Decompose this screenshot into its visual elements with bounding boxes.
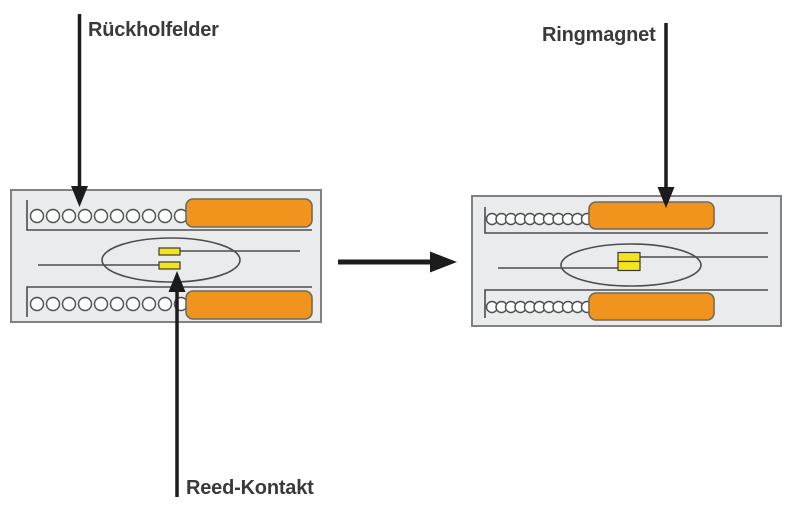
spring-coil xyxy=(77,296,93,312)
right-top-channel-line xyxy=(484,207,768,234)
left-bottom-return-spring-extended xyxy=(29,296,189,312)
label-ring-magnet: Ringmagnet xyxy=(542,24,656,46)
arrow-up-icon xyxy=(168,271,186,292)
rueckholfelder-pointer-arrow xyxy=(71,14,88,207)
spring-coil xyxy=(45,208,61,224)
spring-coil xyxy=(61,296,77,312)
left-reed-contact-ellipse xyxy=(101,237,241,283)
left-bottom-channel-line xyxy=(26,286,312,317)
spring-coil xyxy=(157,208,173,224)
left-cylinder-diagram xyxy=(10,189,322,323)
spring-coil xyxy=(29,208,45,224)
arrow-right-icon xyxy=(430,251,457,273)
left-reed-blade-lower xyxy=(158,261,181,270)
left-bottom-ring-magnet xyxy=(185,290,313,320)
spring-coil xyxy=(93,296,109,312)
left-top-ring-magnet xyxy=(185,198,313,228)
spring-coil xyxy=(29,296,45,312)
right-reed-blade-upper xyxy=(617,251,641,263)
spring-coil xyxy=(45,296,61,312)
left-reed-blade-upper xyxy=(158,247,181,256)
spring-coil xyxy=(141,296,157,312)
spring-coil xyxy=(141,208,157,224)
right-bottom-ring-magnet xyxy=(588,292,715,321)
right-bottom-channel-line xyxy=(484,289,768,318)
spring-coil xyxy=(125,208,141,224)
right-top-return-spring-compressed xyxy=(485,212,594,226)
spring-coil xyxy=(93,208,109,224)
ringmagnet-pointer-arrow xyxy=(657,23,675,208)
left-top-channel-line xyxy=(26,200,312,231)
spring-coil xyxy=(157,296,173,312)
left-top-return-spring-extended xyxy=(29,208,189,224)
arrow-down-icon xyxy=(71,186,88,207)
spring-coil xyxy=(125,296,141,312)
right-reed-contact-ellipse xyxy=(560,243,702,287)
right-cylinder-diagram xyxy=(471,195,782,327)
reedkontakt-pointer-arrow xyxy=(168,271,186,497)
arrow-down-icon xyxy=(657,187,675,208)
right-top-ring-magnet xyxy=(588,201,715,230)
label-return-springs: Rückholfelder xyxy=(88,19,219,41)
spring-coil xyxy=(109,296,125,312)
spring-coil xyxy=(61,208,77,224)
spring-coil xyxy=(109,208,125,224)
spring-coil xyxy=(77,208,93,224)
right-reed-blade-lower xyxy=(617,260,641,272)
label-reed-contact: Reed-Kontakt xyxy=(186,477,314,499)
transition-right-arrow xyxy=(338,251,457,273)
right-bottom-return-spring-compressed xyxy=(485,300,594,314)
